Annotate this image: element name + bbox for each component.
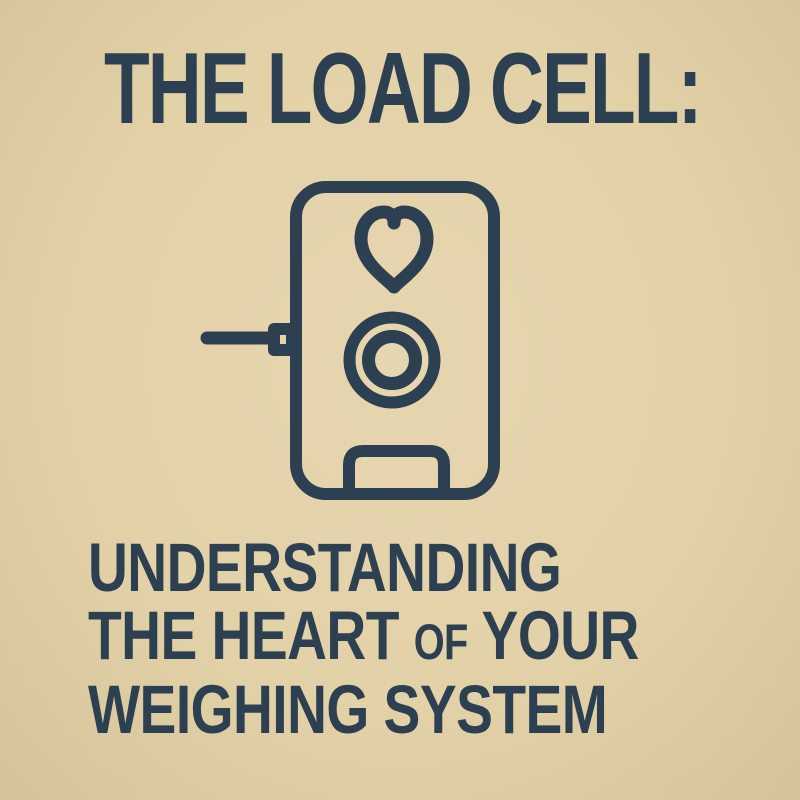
poster-title: THE LOAD CELL: (104, 33, 702, 145)
device-body-icon (290, 181, 500, 500)
sensor-inner-ring-icon (362, 330, 422, 390)
base-slot-icon (343, 445, 450, 500)
subtitle-line-2-text: THE HEART (88, 597, 414, 674)
sensor-outer-ring-icon (343, 311, 441, 409)
subtitle-line-3: WEIGHING SYSTEM (88, 671, 608, 748)
subtitle-line-2-text-end: YOUR (467, 597, 640, 674)
load-cell-icon-svg (200, 181, 500, 500)
subtitle-line-2: THE HEART OF YOUR (88, 601, 664, 676)
subtitle-line-2-small-word: OF (413, 614, 469, 670)
load-cell-icon (180, 160, 520, 520)
poster-subtitle: UNDERSTANDING THE HEART OF YOUR WEIGHING… (88, 529, 664, 748)
subtitle-line-1: UNDERSTANDING (88, 529, 562, 606)
heart-icon (354, 205, 434, 294)
rod-connector-icon (268, 323, 298, 356)
